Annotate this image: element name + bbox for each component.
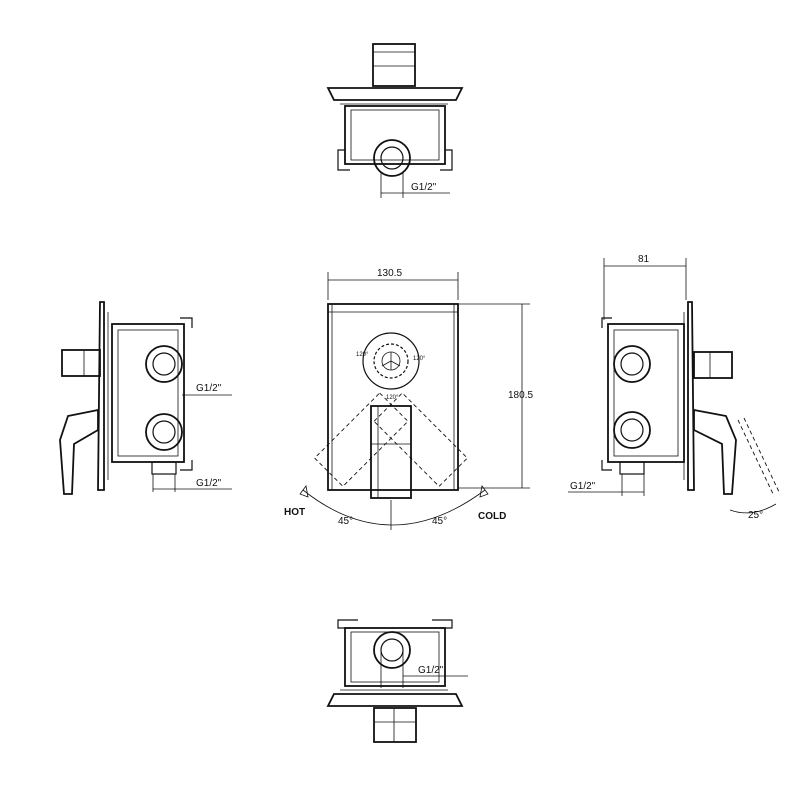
bottom-view-outlet (373, 631, 411, 669)
tilt-angle: 25° (748, 510, 763, 521)
lever-cold-position (373, 392, 469, 488)
right-side-view: 81 25° G1/2" (568, 254, 781, 521)
right-upper-inlet (613, 345, 651, 383)
cold-label: COLD (478, 511, 506, 522)
right-lower-inlet (613, 411, 651, 449)
height-dimension: 180.5 (508, 390, 533, 401)
left-upper-thread-label: G1/2" (196, 383, 222, 394)
bottom-view-body (344, 627, 446, 687)
left-diverter-knob (61, 349, 101, 377)
hot-angle: 45° (338, 516, 353, 527)
top-view-handle (372, 43, 416, 87)
left-body (111, 323, 185, 463)
hot-label: HOT (284, 507, 305, 518)
left-lever (59, 408, 99, 495)
dial-angle-right: 120° (413, 356, 426, 362)
tilt-arc (729, 503, 777, 514)
bottom-view: G1/2" (326, 619, 468, 743)
top-view: G1/2" (326, 43, 464, 198)
dial-angle-left: 120° (356, 352, 369, 358)
right-lever-tilted (737, 419, 775, 497)
width-dimension: 130.5 (377, 268, 402, 279)
front-cover-plate (327, 303, 459, 491)
left-cover-plate (97, 301, 105, 491)
left-side-view: G1/2" G1/2" (59, 301, 232, 495)
right-lever (693, 408, 737, 495)
front-lever-handle (370, 405, 412, 499)
bottom-view-handle (373, 707, 417, 743)
right-diverter-knob (693, 351, 733, 379)
lever-hot-position (313, 392, 409, 488)
diverter-dial (362, 332, 420, 390)
top-view-outlet (373, 139, 411, 177)
dial-angle-bottom: 120° (386, 395, 399, 401)
top-view-thread-label: G1/2" (411, 182, 437, 193)
left-lower-inlet (145, 413, 183, 451)
front-view: 130.5 180.5 120° 120° 120° (284, 268, 533, 530)
depth-dimension: 81 (638, 254, 650, 265)
right-thread-label: G1/2" (570, 481, 596, 492)
left-lower-thread-label: G1/2" (196, 478, 222, 489)
bottom-view-cover-plate (326, 693, 464, 707)
top-view-body (344, 105, 446, 165)
rotation-arc (302, 489, 486, 526)
bottom-view-thread-label: G1/2" (418, 665, 444, 676)
top-view-cover-plate (326, 87, 464, 101)
cold-angle: 45° (432, 516, 447, 527)
right-cover-plate (687, 301, 695, 491)
left-upper-inlet (145, 345, 183, 383)
